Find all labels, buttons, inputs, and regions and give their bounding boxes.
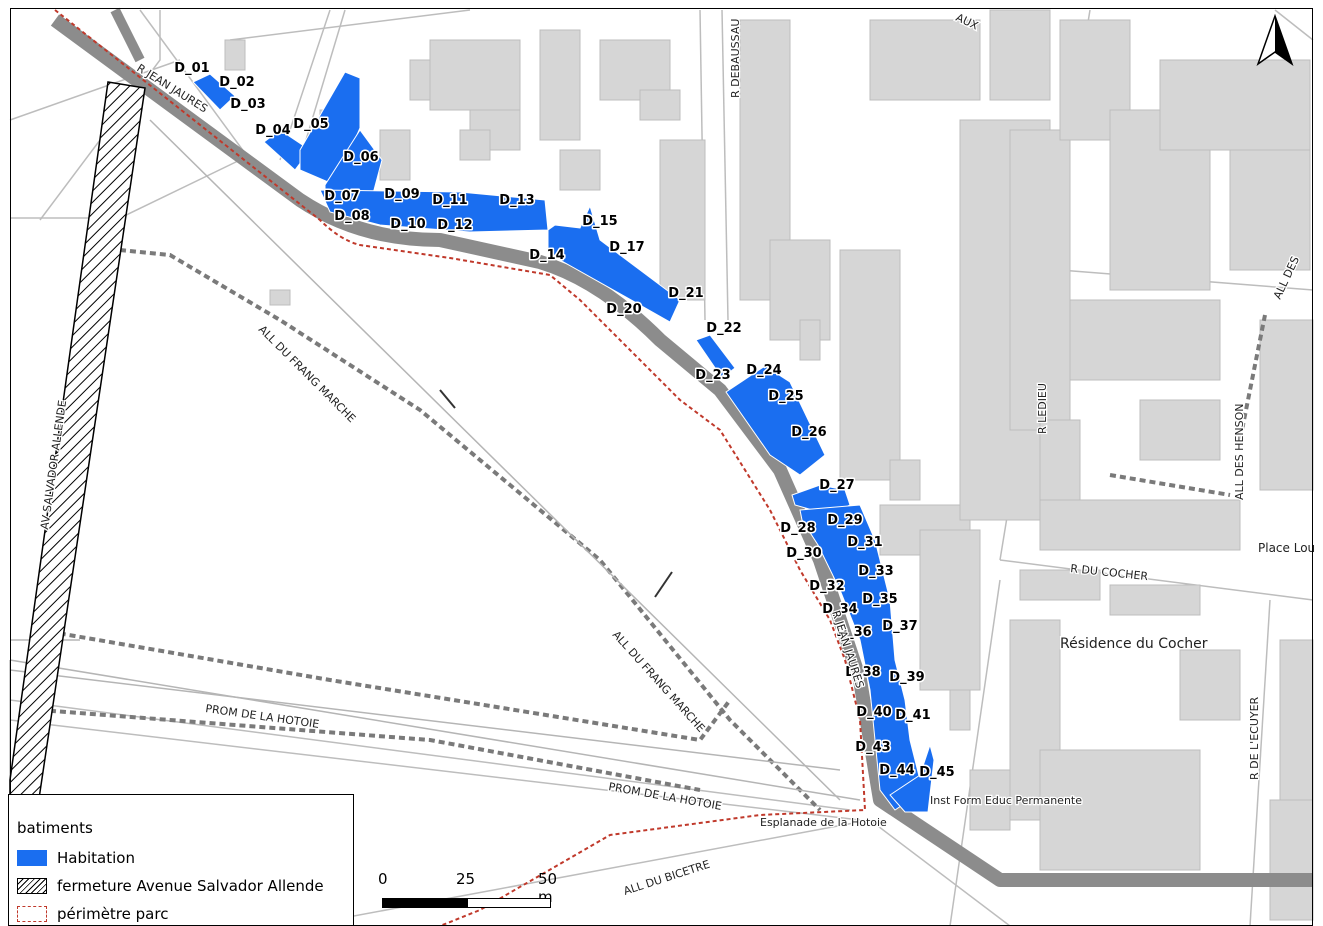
place-inst: Inst Form Educ Permanente bbox=[930, 794, 1082, 807]
street-ledieu: R LEDIEU bbox=[1036, 383, 1049, 434]
building-label-d-41: D_41 bbox=[895, 708, 930, 723]
scale-label-0: 0 bbox=[378, 870, 388, 888]
building-label-d-17: D_17 bbox=[609, 240, 644, 255]
building-label-d-01: D_01 bbox=[174, 61, 209, 76]
building-label-d-09: D_09 bbox=[384, 187, 419, 202]
building-label-d-34: D_34 bbox=[822, 602, 857, 617]
legend-label: périmètre parc bbox=[57, 905, 169, 923]
building-label-d-07: D_07 bbox=[324, 189, 359, 204]
building-label-d-31: D_31 bbox=[847, 535, 882, 550]
building-label-d-11: D_11 bbox=[432, 193, 467, 208]
building-label-d-39: D_39 bbox=[889, 670, 924, 685]
building-label-d-13: D_13 bbox=[499, 193, 534, 208]
legend: batiments Habitation fermeture Avenue Sa… bbox=[8, 794, 354, 926]
building-label-d-45: D_45 bbox=[919, 765, 954, 780]
legend-item-perimeter: périmètre parc bbox=[17, 905, 168, 923]
scale-label-25: 25 bbox=[456, 870, 476, 888]
building-label-d-33: D_33 bbox=[858, 564, 893, 579]
building-label-d-25: D_25 bbox=[768, 389, 803, 404]
place-esplanade: Esplanade de la Hotoie bbox=[760, 816, 887, 829]
building-label-d-23: D_23 bbox=[695, 368, 730, 383]
road-top-left bbox=[110, 7, 145, 63]
building-label-d-22: D_22 bbox=[706, 321, 741, 336]
closure-salvador-allende bbox=[9, 81, 146, 926]
street-ecuyer: R DE L'ECUYER bbox=[1248, 696, 1261, 780]
scale-segment-dark bbox=[382, 898, 468, 908]
legend-label: fermeture Avenue Salvador Allende bbox=[57, 877, 324, 895]
place-residence: Résidence du Cocher bbox=[1060, 636, 1208, 652]
building-label-d-38: D_38 bbox=[845, 665, 880, 680]
building-label-d-26: D_26 bbox=[791, 425, 826, 440]
closure-swatch bbox=[17, 878, 47, 894]
building-label-d-20: D_20 bbox=[606, 302, 641, 317]
road-jean-jaures bbox=[50, 14, 1313, 887]
building-label-d-24: D_24 bbox=[746, 363, 781, 378]
scale-segment-light bbox=[467, 898, 551, 908]
legend-label: Habitation bbox=[57, 849, 135, 867]
building-label-d-12: D_12 bbox=[437, 218, 472, 233]
building-label-d-06: D_06 bbox=[343, 150, 378, 165]
grey-buildings bbox=[224, 9, 1314, 921]
park-lines bbox=[9, 119, 861, 801]
habitation-swatch bbox=[17, 850, 47, 866]
building-label-d-10: D_10 bbox=[390, 217, 425, 232]
building-label-d-36: D_36 bbox=[836, 625, 871, 640]
building-label-d-03: D_03 bbox=[230, 97, 265, 112]
north-arrow-icon bbox=[1256, 13, 1294, 66]
building-label-d-30: D_30 bbox=[786, 546, 821, 561]
building-label-d-05: D_05 bbox=[293, 117, 328, 132]
street-debaussaux: R DEBAUSSAU bbox=[729, 19, 742, 98]
building-label-d-28: D_28 bbox=[780, 521, 815, 536]
legend-item-closure: fermeture Avenue Salvador Allende bbox=[17, 877, 324, 895]
scale-bar: 0 25 50 m bbox=[378, 870, 560, 920]
building-label-d-21: D_21 bbox=[668, 286, 703, 301]
habitation-buildings bbox=[192, 71, 935, 813]
building-label-d-27: D_27 bbox=[819, 478, 854, 493]
building-label-d-44: D_44 bbox=[879, 763, 914, 778]
building-label-d-02: D_02 bbox=[219, 75, 254, 90]
building-label-d-15: D_15 bbox=[582, 214, 617, 229]
perimeter-swatch bbox=[17, 906, 47, 922]
place-lou: Place Lou bbox=[1258, 541, 1315, 555]
park-paths bbox=[39, 248, 1267, 812]
building-label-d-43: D_43 bbox=[855, 740, 890, 755]
place-labels: Résidence du Cocher Place Lou Esplanade … bbox=[759, 540, 1317, 831]
building-label-d-08: D_08 bbox=[334, 209, 369, 224]
building-label-d-14: D_14 bbox=[529, 248, 564, 263]
building-label-d-37: D_37 bbox=[882, 619, 917, 634]
street-des-henson: ALL DES HENSON bbox=[1233, 404, 1246, 501]
building-label-d-04: D_04 bbox=[255, 123, 290, 138]
building-label-d-29: D_29 bbox=[827, 513, 862, 528]
building-label-d-35: D_35 bbox=[862, 592, 897, 607]
legend-title: batiments bbox=[17, 819, 93, 837]
building-label-d-32: D_32 bbox=[809, 579, 844, 594]
park-perimeter bbox=[54, 9, 867, 926]
building-label-d-40: D_40 bbox=[856, 705, 891, 720]
legend-item-habitation: Habitation bbox=[17, 849, 135, 867]
